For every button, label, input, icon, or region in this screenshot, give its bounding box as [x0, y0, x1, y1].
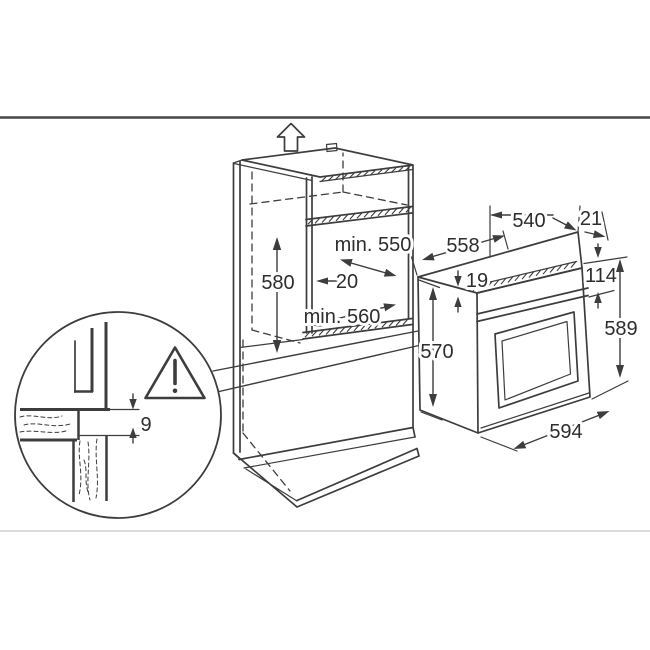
upper-box-hidden-lines: [249, 152, 408, 206]
niche-floor-hatch: [304, 318, 409, 338]
dimension-oven-top-edge: 19: [454, 267, 491, 313]
oven-door-window-outer: [494, 311, 579, 409]
oven-control-panel-line2: [476, 294, 589, 323]
upper-box-bottom-hatch: [307, 206, 412, 225]
oven-front-face: [476, 267, 591, 434]
oven-bottom-inner-line: [480, 392, 590, 429]
dimension-label: 589: [604, 318, 637, 340]
cabinet-plinth: [232, 426, 420, 508]
dimension-label: min. 550: [335, 234, 412, 256]
niche-hidden-lines: [251, 171, 301, 344]
dimension-oven-top-depth: 540: [490, 207, 577, 235]
exclamation-dot: [172, 388, 178, 394]
wood-grain-horizontal: [19, 415, 71, 433]
dimension-rail-gap: 20: [316, 268, 361, 296]
niche-right-rail: [407, 164, 414, 429]
up-arrow-icon: [276, 122, 306, 152]
warning-triangle-icon: [144, 346, 206, 400]
wood-grain-vertical: [78, 438, 98, 501]
dimension-label: 20: [336, 271, 358, 293]
dimension-label: min. 560: [304, 306, 381, 328]
dimension-oven-width: 594: [513, 411, 610, 449]
oven-top-hatch: [472, 261, 577, 292]
oven-door-window-inner: [501, 320, 572, 401]
dimension-label: 19: [466, 270, 488, 292]
panel-cross-section: [19, 322, 140, 502]
dimension-niche-depth-bottom: min. 560: [301, 303, 396, 331]
dimension-label: 21: [580, 208, 602, 230]
cabinet: [232, 142, 420, 508]
dimension-niche-depth-top: min. 550: [332, 231, 414, 277]
dimension-oven-body-depth: 558: [422, 232, 505, 261]
dimension-extension-lines: [410, 205, 629, 452]
oven: [417, 231, 591, 434]
cabinet-left-top-edge: [232, 159, 313, 182]
dimension-niche-height: 580: [258, 237, 298, 353]
oven-control-panel-line: [476, 287, 589, 315]
dimension-label: 594: [549, 421, 582, 443]
detail-leader-lines: [212, 330, 422, 393]
upper-box-bottom-band: [305, 205, 413, 227]
dimension-label: 570: [420, 341, 453, 363]
oven-top-band: [470, 260, 578, 288]
dimension-panel-clearance: 9: [129, 393, 155, 444]
dimension-label: 558: [446, 235, 479, 257]
dimension-oven-body-height: 570: [417, 287, 457, 407]
upper-box-rear-tab: [325, 142, 338, 153]
base-hidden-lines: [242, 339, 291, 492]
dimension-oven-total-height: 589: [601, 259, 641, 378]
oven-top-face: [417, 231, 583, 294]
oven-left-face: [417, 276, 479, 434]
detail-circle-outline: [14, 311, 222, 519]
dimension-oven-front-overhang: 21: [577, 205, 606, 238]
dimension-label: 9: [140, 414, 151, 436]
dimension-control-panel-height: 114: [582, 243, 620, 309]
detail-circle: 9: [14, 311, 222, 519]
dimension-label: 580: [261, 272, 294, 294]
dimension-label: 540: [512, 210, 545, 232]
niche-floor-left-edge: [239, 338, 304, 349]
dimension-label: 114: [585, 265, 617, 287]
upper-box-top-hatch: [320, 165, 411, 183]
niche-left-rail: [305, 176, 313, 334]
